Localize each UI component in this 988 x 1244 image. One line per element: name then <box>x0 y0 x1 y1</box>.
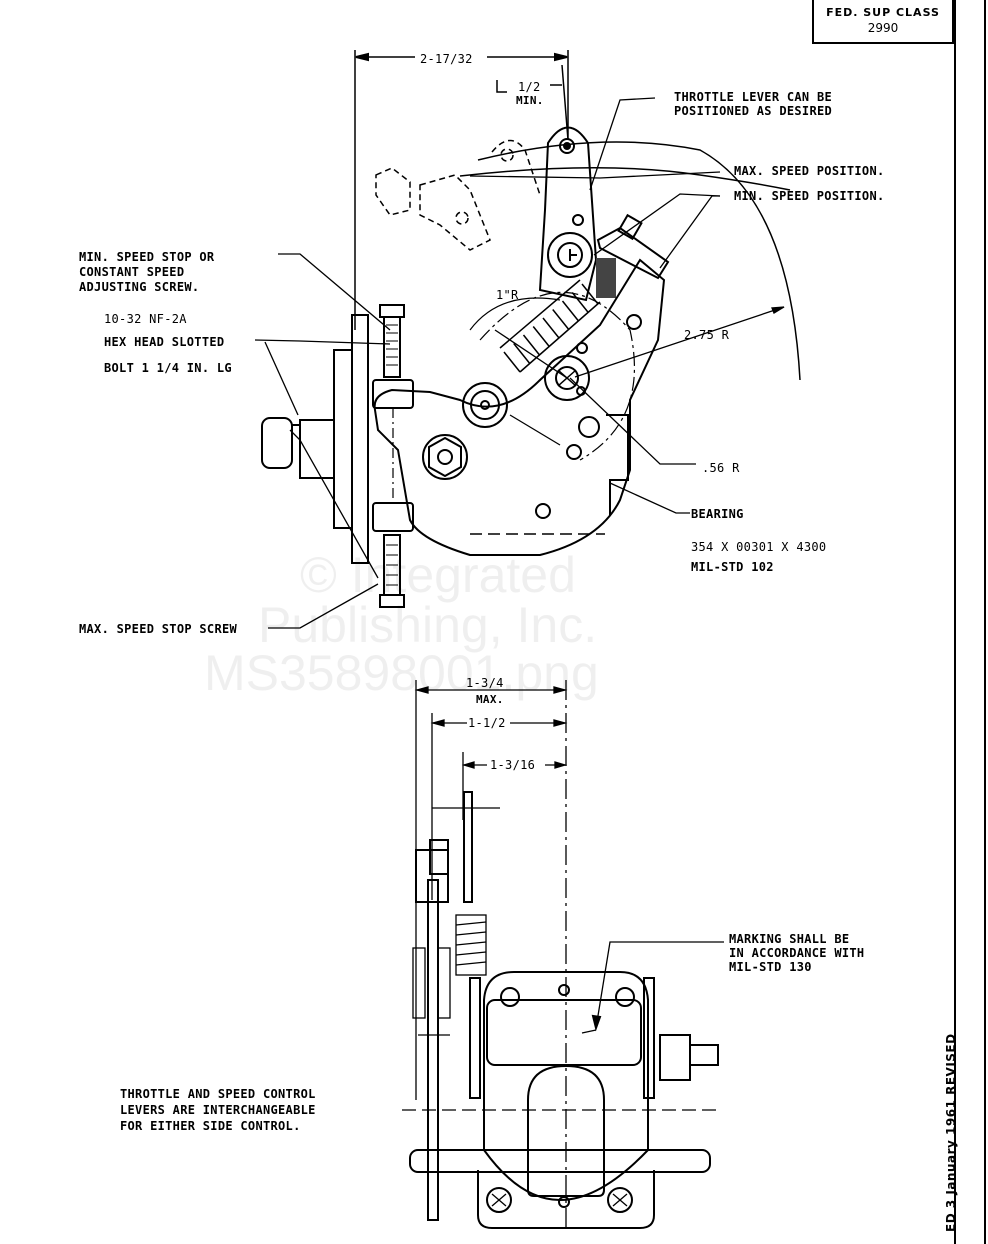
main-governor-plate <box>373 258 666 556</box>
max-speed-stop-screw <box>372 502 414 608</box>
class-label: FED. SUP CLASS <box>826 6 940 19</box>
spring-coil <box>552 309 570 330</box>
watermark-line-2: Publishing, Inc. <box>258 597 598 653</box>
dimension-min-offset-note: MIN. <box>516 94 544 107</box>
note-interchangeable-1: THROTTLE AND SPEED CONTROL <box>120 1087 316 1101</box>
dimension-overall-width: 2-17/32 <box>420 52 473 66</box>
radius-arc-2-75 <box>479 291 636 461</box>
callout-max-speed-stop-screw: MAX. SPEED STOP SCREW <box>79 622 238 636</box>
border-rule-outer <box>984 0 986 1244</box>
governor-spring <box>499 279 601 373</box>
hole-3 <box>626 314 642 330</box>
pivot-boss-main <box>544 355 590 401</box>
spring-coil <box>532 326 550 347</box>
bolt-spec-1: 10-32 NF-2A <box>104 312 187 326</box>
bolt-spec-2: HEX HEAD SLOTTED <box>104 335 225 349</box>
dimension-radius-small: 1"R <box>496 288 519 302</box>
marking-leader <box>595 941 724 1029</box>
pivot-boss-left <box>462 382 508 428</box>
housing-edge <box>606 414 629 515</box>
note-interchangeable-2: LEVERS ARE INTERCHANGEABLE <box>120 1103 316 1117</box>
dimension-side-max-width-note: MAX. <box>476 693 504 706</box>
hole-2 <box>535 503 551 519</box>
hole-1 <box>566 444 582 460</box>
spring-coil <box>561 300 580 322</box>
governor-body <box>402 971 720 1229</box>
spring-coil <box>571 292 589 313</box>
callout-min-speed-stop-2: CONSTANT SPEED <box>79 265 185 279</box>
border-rule <box>954 0 956 1244</box>
spring-coil <box>503 351 521 373</box>
callout-bearing: BEARING <box>691 507 744 521</box>
leader-lines-top-view <box>254 97 785 629</box>
bearing-spec-2: MIL-STD 102 <box>691 560 774 574</box>
watermark-line-3: MS35898001.png <box>204 645 599 701</box>
spring-coil <box>522 334 541 356</box>
bearing-spec-1: 354 X 00301 X 4300 <box>691 540 827 554</box>
dimension-radius-large: 2.75 R <box>684 328 730 342</box>
callout-min-speed-stop-3: ADJUSTING SCREW. <box>79 280 200 294</box>
min-speed-stop-screw <box>372 304 414 505</box>
dimension-line-overall-width <box>354 50 569 330</box>
speed-arc-large <box>477 141 801 381</box>
federal-supply-class-box: FED. SUP CLASS 2990 <box>812 0 954 44</box>
callout-marking-3: MIL-STD 130 <box>729 960 812 974</box>
dimension-side-mid-width: 1-1/2 <box>468 716 506 730</box>
hole-4 <box>576 342 588 354</box>
spring-coil <box>542 317 560 339</box>
marking-arrow <box>591 1014 602 1032</box>
dimension-radius-bearing: .56 R <box>702 461 740 475</box>
dimension-min-offset: 1/2 <box>518 80 541 94</box>
bearing-center <box>576 386 586 396</box>
mounting-flange <box>261 314 369 564</box>
speed-control-lever <box>415 791 473 1221</box>
bolt-spec-3: BOLT 1 1/4 IN. LG <box>104 361 232 375</box>
radius-arc-1 <box>469 297 561 331</box>
callout-max-speed-position: MAX. SPEED POSITION. <box>734 164 885 178</box>
class-number: 2990 <box>867 21 899 35</box>
callout-min-speed-stop-1: MIN. SPEED STOP OR <box>79 250 215 264</box>
adjusting-screw-bracket <box>596 213 670 298</box>
side-view-drawing <box>402 680 724 1230</box>
ghost-linkage <box>375 139 541 251</box>
speed-arc-line <box>459 167 791 191</box>
throttle-lever <box>538 126 598 302</box>
top-view-drawing <box>254 50 801 629</box>
callout-throttle-lever-2: POSITIONED AS DESIRED <box>674 104 833 118</box>
left-spring <box>412 947 451 1019</box>
bearing-circle <box>578 416 600 438</box>
note-interchangeable-3: FOR EITHER SIDE CONTROL. <box>120 1119 301 1133</box>
right-spring <box>455 914 487 976</box>
dimension-side-inner-width: 1-3/16 <box>490 758 536 772</box>
hex-nut-center <box>422 434 468 480</box>
spring-coil <box>513 343 531 364</box>
callout-marking-2: IN ACCORDANCE WITH <box>729 946 865 960</box>
dimension-side-max-width: 1-3/4 <box>466 676 504 690</box>
callout-min-speed-position: MIN. SPEED POSITION. <box>734 189 885 203</box>
watermark-line-1: © Integrated <box>300 547 576 603</box>
callout-throttle-lever-1: THROTTLE LEVER CAN BE <box>674 90 833 104</box>
callout-marking-1: MARKING SHALL BE <box>729 932 850 946</box>
